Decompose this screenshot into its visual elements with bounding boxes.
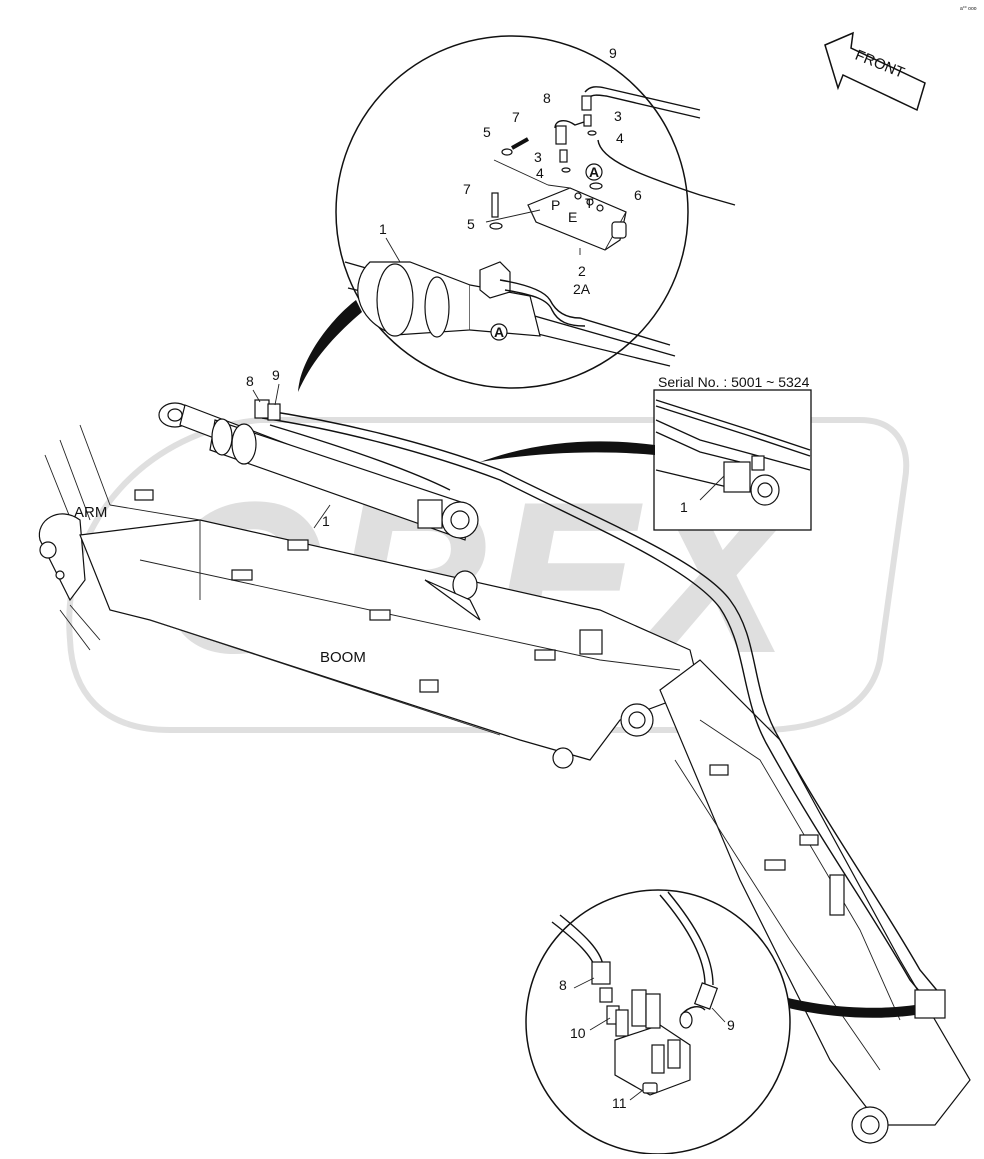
callout-5a: 5 [483, 124, 491, 140]
serial-label: Serial No. : 5001 ~ 5324 [658, 374, 810, 390]
port-e: E [568, 209, 577, 225]
main-callout-8: 8 [246, 373, 254, 389]
hydraulic-hose-b [261, 417, 936, 1011]
callout-9: 9 [609, 45, 617, 61]
callout-1: 1 [379, 221, 387, 237]
callout-4b: 4 [536, 165, 544, 181]
fittings [485, 86, 736, 255]
callout-5b: 5 [467, 216, 475, 232]
callout-3a: 3 [614, 108, 622, 124]
main-callout-9: 9 [272, 367, 280, 383]
svg-text:A: A [589, 164, 599, 180]
port-p: P [551, 197, 560, 213]
valve-block: P T E [527, 187, 627, 251]
callout-6: 6 [634, 187, 642, 203]
cylinder-detail [344, 261, 676, 367]
callout-3b: 3 [534, 149, 542, 165]
callout-2: 2 [578, 263, 586, 279]
detail-pointer-serial [480, 441, 655, 462]
callout-2a: 2A [573, 281, 591, 297]
callout-4a: 4 [616, 130, 624, 146]
detail-pointer-bottom [760, 990, 915, 1018]
svg-text:A: A [494, 324, 504, 340]
bottom-callout-8: 8 [559, 977, 567, 993]
bottom-callout-10: 10 [570, 1025, 586, 1041]
callout-7a: 7 [512, 109, 520, 125]
detail-circle-top: P T E [335, 35, 736, 389]
boom-cylinder: 1 [158, 402, 481, 621]
boom-label: BOOM [320, 649, 366, 666]
bottom-callout-9: 9 [727, 1017, 735, 1033]
bottom-callout-11: 11 [612, 1095, 627, 1111]
detail-pointer-top [298, 300, 362, 392]
section-marker-bottom: A [490, 323, 508, 341]
arm-label: ARM [74, 504, 107, 521]
hydraulic-hose-a [261, 409, 946, 1001]
front-arrow: FRONT [824, 31, 926, 112]
callout-7b: 7 [463, 181, 471, 197]
section-marker-top: A [585, 163, 603, 181]
corner-mark: a°° ooo [960, 6, 977, 12]
main-callout-1: 1 [322, 513, 330, 529]
port-t: T [585, 195, 594, 211]
callout-8: 8 [543, 90, 551, 106]
detail-circle-bottom: 8 9 10 11 [525, 889, 791, 1155]
serial-callout-1: 1 [680, 499, 688, 515]
serial-inset: Serial No. : 5001 ~ 5324 1 [653, 374, 812, 531]
